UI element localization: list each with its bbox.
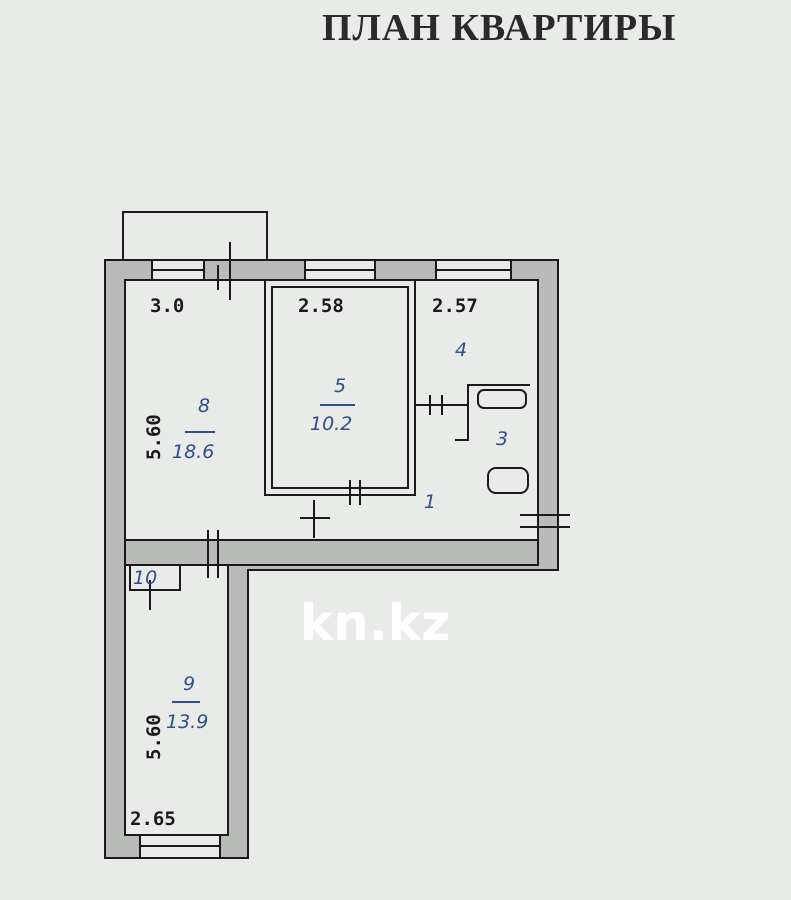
room-5-number: 5 (334, 375, 346, 397)
room-5-area: 10.2 (310, 413, 352, 435)
bathroom-partition (415, 384, 530, 441)
plan-title: ПЛАН КВАРТИРЫ (322, 7, 677, 49)
room-8-area: 18.6 (172, 441, 214, 463)
room-4-number: 4 (455, 339, 467, 361)
dim-room4-width: 2.57 (432, 295, 478, 317)
watermark: kn.kz (300, 594, 450, 652)
dim-room9-length: 5.60 (143, 714, 165, 760)
bathtub-icon (477, 389, 527, 409)
interior-wall (264, 279, 416, 496)
dim-room9-width: 2.65 (130, 808, 176, 830)
dim-room5-width: 2.58 (298, 295, 344, 317)
balcony (122, 211, 268, 260)
interior-wall (124, 539, 539, 566)
room-10-number: 10 (133, 567, 157, 589)
room-3-number: 3 (496, 428, 508, 450)
sink-icon (487, 467, 529, 494)
room-1-number: 1 (424, 491, 436, 513)
dim-room8-length: 5.60 (143, 414, 165, 460)
room-9-area: 13.9 (166, 711, 208, 733)
room-9-number: 9 (183, 673, 195, 695)
door-marks (129, 242, 570, 610)
dim-room8-width: 3.0 (150, 295, 184, 317)
room-8-number: 8 (198, 395, 210, 417)
